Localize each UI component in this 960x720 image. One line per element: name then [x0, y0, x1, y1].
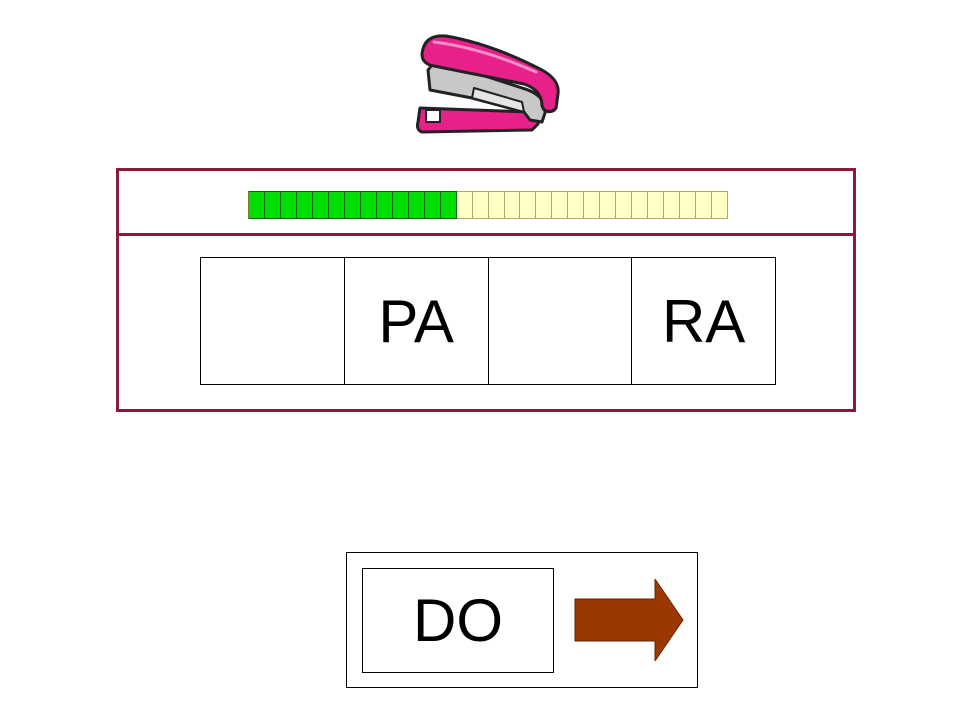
progress-cell-filled	[408, 191, 425, 219]
progress-cell-empty	[568, 191, 585, 219]
word-slot-1[interactable]	[201, 258, 345, 384]
progress-cell-empty	[488, 191, 505, 219]
progress-cell-empty	[664, 191, 681, 219]
word-slot-2: PA	[345, 258, 489, 384]
progress-bar	[248, 191, 729, 219]
progress-cell-filled	[376, 191, 393, 219]
word-slot-3[interactable]	[489, 258, 633, 384]
progress-cell-filled	[296, 191, 313, 219]
arrow-right-icon[interactable]	[573, 579, 685, 661]
progress-cell-empty	[696, 191, 713, 219]
progress-cell-filled	[249, 191, 265, 219]
progress-cell-filled	[392, 191, 409, 219]
progress-cell-filled	[440, 191, 457, 219]
answer-box: DO	[346, 552, 698, 688]
syllable-tile[interactable]: DO	[362, 568, 554, 673]
progress-cell-empty	[552, 191, 569, 219]
word-slots: PA RA	[200, 257, 776, 385]
word-slot-4: RA	[661, 287, 746, 355]
progress-cell-filled	[264, 191, 281, 219]
progress-cell-empty	[536, 191, 553, 219]
progress-cell-filled	[328, 191, 345, 219]
progress-cell-empty	[456, 191, 473, 219]
progress-cell-empty	[712, 191, 729, 219]
progress-cell-filled	[424, 191, 441, 219]
panel-divider	[119, 233, 853, 236]
progress-cell-filled	[280, 191, 297, 219]
progress-cell-empty	[680, 191, 697, 219]
progress-cell-empty	[632, 191, 649, 219]
progress-cell-filled	[344, 191, 361, 219]
progress-cell-empty	[584, 191, 601, 219]
word-panel: PA RA	[116, 168, 856, 412]
progress-cell-empty	[520, 191, 537, 219]
stapler-icon	[416, 34, 560, 134]
progress-cell-filled	[360, 191, 377, 219]
progress-cell-empty	[616, 191, 633, 219]
progress-cell-empty	[504, 191, 521, 219]
progress-cell-empty	[648, 191, 665, 219]
progress-cell-empty	[472, 191, 489, 219]
progress-cell-empty	[600, 191, 617, 219]
progress-cell-filled	[312, 191, 329, 219]
